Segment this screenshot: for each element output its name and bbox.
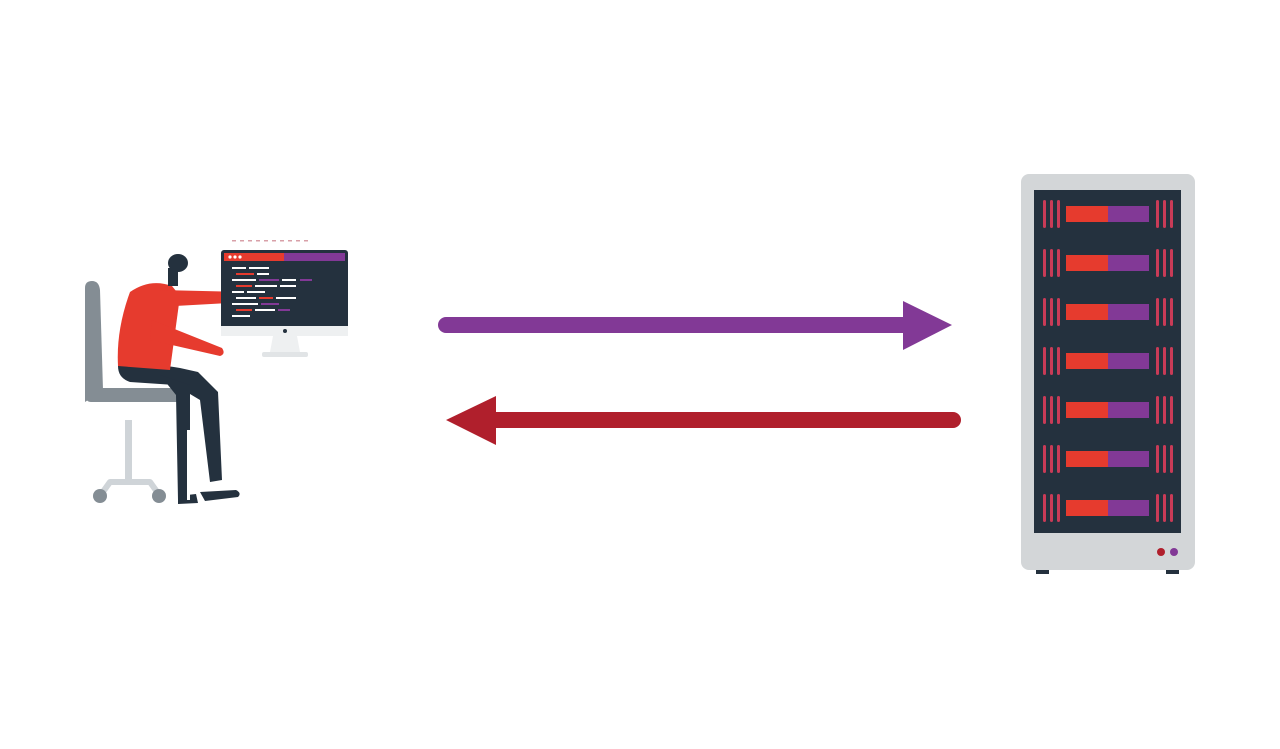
rack-unit	[1043, 200, 1173, 228]
vent-slot	[1163, 200, 1166, 228]
drive-bar-red	[1066, 304, 1108, 320]
response-arrow-left-icon	[446, 396, 961, 445]
vent-slot	[1163, 494, 1166, 522]
vent-slot	[1156, 494, 1159, 522]
legs	[118, 363, 240, 504]
vent-slot	[1163, 445, 1166, 473]
drive-bar-red	[1066, 451, 1108, 467]
rack-unit	[1043, 445, 1173, 473]
vent-slot	[1043, 396, 1046, 424]
vent-slot	[1057, 445, 1060, 473]
vent-slot	[1057, 298, 1060, 326]
vent-slot	[1156, 347, 1159, 375]
rack-unit	[1043, 249, 1173, 277]
indicator-light	[1157, 548, 1165, 556]
vent-slot	[1163, 298, 1166, 326]
drive-bar-purple	[1108, 500, 1149, 516]
vent-slot	[1170, 445, 1173, 473]
drive-bar-purple	[1108, 451, 1149, 467]
drive-bar-purple	[1108, 304, 1149, 320]
vent-slot	[1043, 445, 1046, 473]
vent-slot	[1163, 249, 1166, 277]
vent-slot	[1170, 298, 1173, 326]
vent-slot	[1057, 347, 1060, 375]
client-person-at-computer-icon	[85, 240, 348, 504]
vent-slot	[1050, 494, 1053, 522]
drive-bar-purple	[1108, 255, 1149, 271]
vent-slot	[1043, 200, 1046, 228]
vent-slot	[1050, 396, 1053, 424]
drive-bar-purple	[1108, 353, 1149, 369]
server-indicator-lights	[1157, 548, 1178, 556]
head	[168, 254, 188, 286]
indicator-light	[1170, 548, 1178, 556]
drive-bar-red	[1066, 500, 1108, 516]
request-arrow-right-icon	[438, 301, 952, 350]
drive-bar-red	[1066, 206, 1108, 222]
rack-unit	[1043, 347, 1173, 375]
vent-slot	[1043, 494, 1046, 522]
vent-slot	[1156, 445, 1159, 473]
vent-slot	[1170, 494, 1173, 522]
monitor-icon	[221, 240, 348, 357]
vent-slot	[1050, 445, 1053, 473]
rack-unit	[1043, 298, 1173, 326]
vent-slot	[1050, 249, 1053, 277]
vent-slot	[1043, 347, 1046, 375]
vent-slot	[1057, 200, 1060, 228]
vent-slot	[1057, 396, 1060, 424]
drive-bar-purple	[1108, 402, 1149, 418]
vent-slot	[1050, 347, 1053, 375]
vent-slot	[1156, 249, 1159, 277]
vent-slot	[1050, 298, 1053, 326]
rack-unit	[1043, 494, 1173, 522]
vent-slot	[1057, 494, 1060, 522]
vent-slot	[1156, 298, 1159, 326]
vent-slot	[1170, 249, 1173, 277]
rack-unit	[1043, 396, 1173, 424]
vent-slot	[1156, 200, 1159, 228]
server-rack-units	[1043, 200, 1173, 522]
drive-bar-purple	[1108, 206, 1149, 222]
chair	[85, 281, 187, 402]
vent-slot	[1043, 249, 1046, 277]
vent-slot	[1156, 396, 1159, 424]
vent-slot	[1043, 298, 1046, 326]
drive-bar-red	[1066, 402, 1108, 418]
vent-slot	[1050, 200, 1053, 228]
drive-bar-red	[1066, 353, 1108, 369]
vent-slot	[1170, 347, 1173, 375]
chair-base	[93, 420, 166, 503]
server-rack-icon	[1021, 174, 1195, 574]
vent-slot	[1163, 396, 1166, 424]
vent-slot	[1170, 396, 1173, 424]
drive-bar-red	[1066, 255, 1108, 271]
vent-slot	[1170, 200, 1173, 228]
vent-slot	[1057, 249, 1060, 277]
vent-slot	[1163, 347, 1166, 375]
